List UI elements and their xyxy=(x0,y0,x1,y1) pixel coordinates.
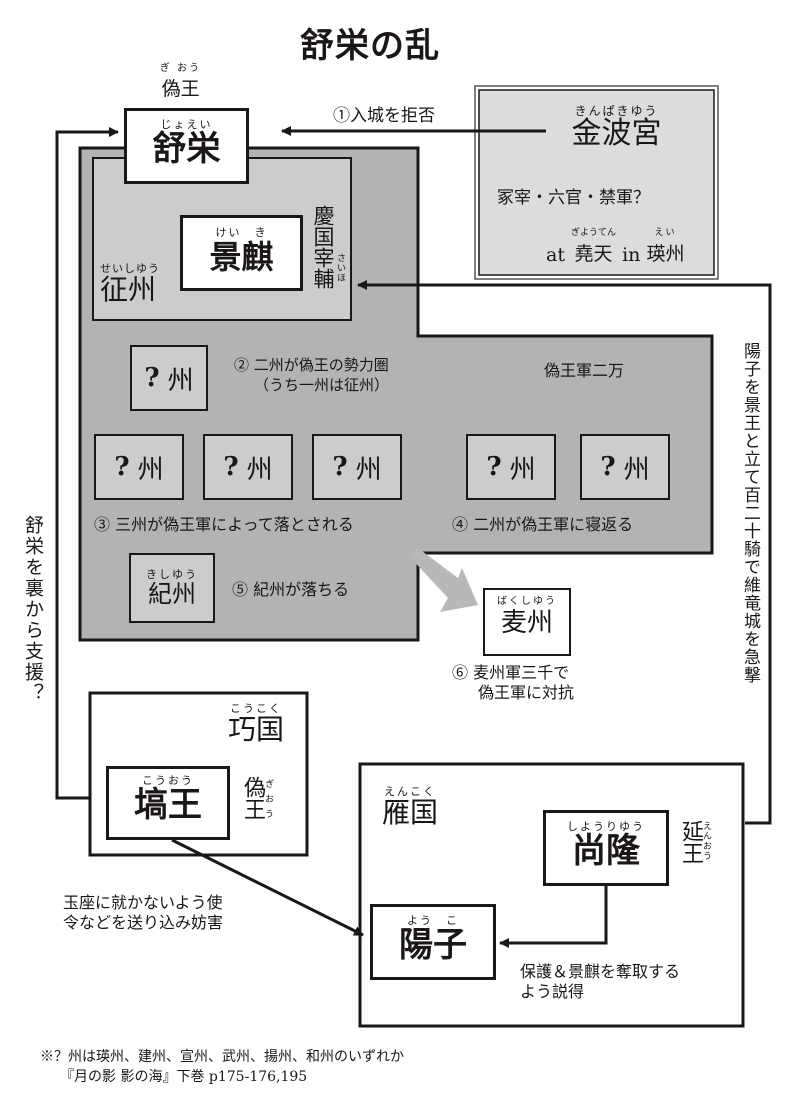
event-6: ⑥ 麦州軍三千で 偽王軍に対抗 xyxy=(452,663,575,702)
obstruct-arrow xyxy=(171,838,364,937)
shouryuu-role-ruby: えんおう xyxy=(701,821,711,861)
kishu-fall-arrow xyxy=(408,548,478,612)
palace-region xyxy=(478,89,715,276)
kinpakyu-name: 金波宮 xyxy=(571,116,662,151)
event-4: ④ 二州が偽王軍に寝返る xyxy=(452,515,634,534)
koukoku-name: 巧国 xyxy=(228,713,285,746)
event-2: ② 二州が偽王の勢力圏 （うち一州は征州） xyxy=(234,356,390,394)
unknown-province-2[interactable]: ?州 xyxy=(94,434,184,500)
bakushu-box[interactable]: ばくしゆう 麦州 xyxy=(483,588,571,656)
keiki-name: 景麒 xyxy=(209,238,274,276)
kishu-box[interactable]: きしゆう 紀州 xyxy=(129,553,215,623)
kishu-ruby: きしゆう xyxy=(146,567,198,581)
jojei-title-ruby: ぎ おう xyxy=(160,63,202,74)
obstruct-label: 玉座に就かないよう使 令などを送り込み妨害 xyxy=(63,893,224,932)
seishu-label: せいしゆう 征州 xyxy=(100,263,160,306)
kinpakyu-block: きんぱきゆう 金波宮 xyxy=(479,104,714,151)
unknown-province-1[interactable]: ?州 xyxy=(130,345,208,411)
persuade-label: 保護＆景麒を奪取する よう説得 xyxy=(520,962,681,1001)
shouryuu-ruby: しようりゆう xyxy=(567,820,645,833)
keiki-role-ruby: さいほ xyxy=(335,253,345,283)
province-ruby: えい xyxy=(654,228,677,238)
event-3: ③ 三州が偽王軍によって落とされる xyxy=(94,515,354,534)
location-prefix: at xyxy=(546,244,565,266)
enkoku-region xyxy=(358,762,745,1028)
koukoku-label: こうこく 巧国 xyxy=(228,703,284,746)
kishu-name: 紀州 xyxy=(148,579,196,608)
raid-label: 陽子を景王と立て百二十騎で維竜城を急撃 xyxy=(740,342,760,684)
kouou-role-ruby: ぎおう xyxy=(263,779,273,824)
kinpakyu-location: at ぎようてん 堯天 in えい 瑛州 xyxy=(546,228,684,266)
jojei-title: ぎ おう 偽王 xyxy=(160,63,201,101)
rebel-army-label: 偽王軍二万 xyxy=(544,361,625,380)
keiki-box[interactable]: けい き 景麒 xyxy=(180,215,303,291)
youko-name: 陽子 xyxy=(399,925,467,965)
jojei-box[interactable]: じょえい 舒栄 xyxy=(124,108,249,184)
footnote-line-2: 『月の影 影の海』下巻 p175-176,195 xyxy=(60,1069,308,1085)
kouou-box[interactable]: こうおう 塙王 xyxy=(106,766,230,840)
shouryuu-role: 延王 xyxy=(678,820,703,864)
kouou-name: 塙王 xyxy=(134,785,202,825)
enkoku-name: 雁国 xyxy=(382,796,439,829)
jojei-title-text: 偽王 xyxy=(161,78,200,100)
bakushu-ruby: ばくしゆう xyxy=(497,596,557,607)
keiki-role: 慶国宰輔 xyxy=(311,205,335,289)
unknown-province-5[interactable]: ?州 xyxy=(466,434,556,500)
shouryuu-name: 尚隆 xyxy=(572,831,640,871)
support-label: 舒栄を裏から支援？ xyxy=(22,515,44,704)
protect-arrow xyxy=(499,886,608,948)
diagram-title: 舒栄の乱 xyxy=(300,26,440,66)
province-name: 瑛州 xyxy=(646,243,685,265)
kinpakyu-ruby: きんぱきゆう xyxy=(574,104,659,118)
refuse-label: ①入城を拒否 xyxy=(333,106,435,126)
city-ruby: ぎようてん xyxy=(571,228,617,238)
footnote-line-1: ※？州は瑛州、建州、宣州、武州、揚州、和州のいずれか xyxy=(40,1049,404,1065)
keiki-ruby: けい き xyxy=(215,226,268,239)
unknown-province-4[interactable]: ?州 xyxy=(312,434,402,500)
youko-ruby: よう こ xyxy=(407,914,459,927)
jojei-name: 舒栄 xyxy=(152,129,221,169)
koukoku-ruby: こうこく xyxy=(230,702,282,715)
support-arrow xyxy=(55,127,119,800)
youko-box[interactable]: よう こ 陽子 xyxy=(370,904,496,980)
enkoku-label: えんこく 雁国 xyxy=(382,786,438,829)
bakushu-name: 麦州 xyxy=(500,608,553,638)
jojei-ruby: じょえい xyxy=(160,118,213,131)
seishu-ruby: せいしゆう xyxy=(100,262,160,275)
kouou-ruby: こうおう xyxy=(142,774,194,787)
unknown-province-3[interactable]: ?州 xyxy=(203,434,293,500)
kouou-role: 偽王 xyxy=(240,776,265,820)
raid-arrow xyxy=(357,280,772,825)
location-mid: in xyxy=(622,244,641,266)
enkoku-ruby: えんこく xyxy=(384,785,436,798)
seishu-name: 征州 xyxy=(100,273,157,306)
footnote: ※？州は瑛州、建州、宣州、武州、揚州、和州のいずれか 『月の影 影の海』下巻 p… xyxy=(40,1047,404,1087)
event-5: ⑤ 紀州が落ちる xyxy=(232,580,350,599)
shouryuu-box[interactable]: しようりゆう 尚隆 xyxy=(543,810,669,886)
city-name: 堯天 xyxy=(574,243,613,265)
kinpakyu-members: 冢宰・六官・禁軍？ xyxy=(497,188,650,208)
unknown-province-6[interactable]: ?州 xyxy=(580,434,670,500)
